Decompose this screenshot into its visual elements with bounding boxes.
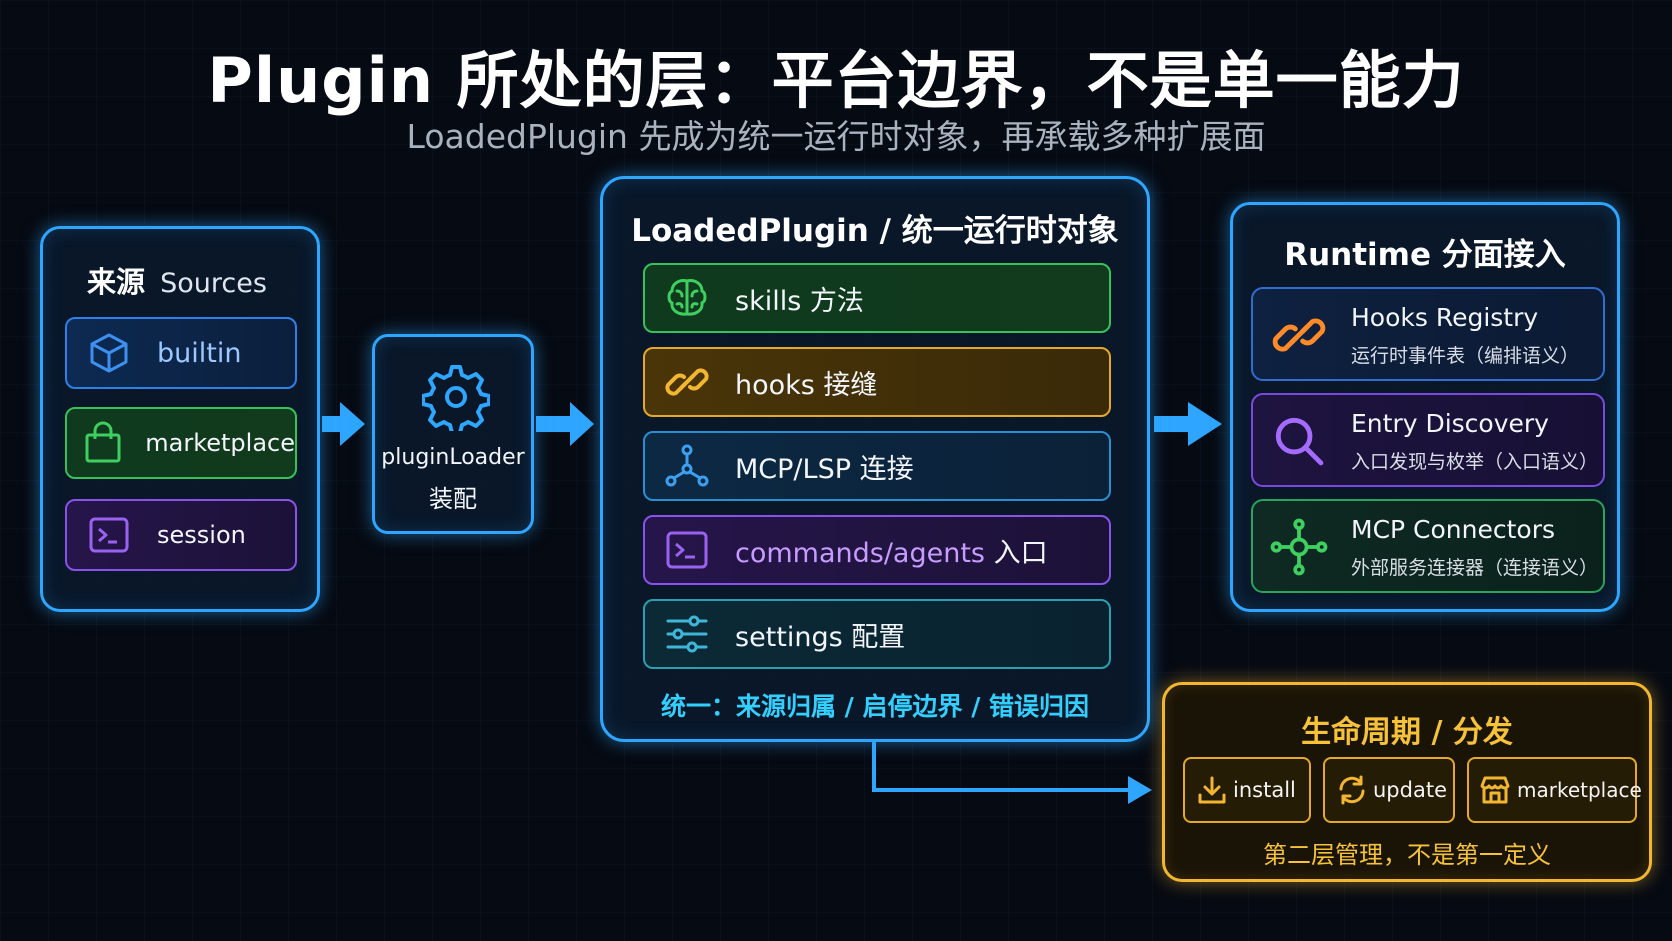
loaded-item-hooks[interactable]: hooks 接缝 [643,347,1111,417]
arrow-loaded-to-lifecycle [872,742,1152,804]
install-button[interactable]: install [1183,757,1311,823]
source-builtin[interactable]: builtin [65,317,297,389]
runtime-item-title: Entry Discovery [1351,409,1549,438]
sources-panel: 来源 Sources builtin marketplace session [40,226,320,612]
update-button[interactable]: update [1323,757,1455,823]
shopping-bag-icon [81,415,125,471]
source-label: builtin [157,337,242,369]
loaded-item-label: commands/agents [735,537,985,569]
loaded-item-label: settings 配置 [735,621,906,653]
sources-title-cn: 来源 [87,265,146,299]
source-label: marketplace [145,429,295,457]
lifecycle-title: 生命周期 / 分发 [1301,715,1513,750]
runtime-entry-discovery[interactable]: Entry Discovery 入口发现与枚举（入口语义） [1251,393,1605,487]
arrow-sources-to-loader [322,402,365,446]
arrow-loader-to-loaded [536,402,594,446]
download-icon [1197,775,1227,805]
runtime-item-desc: 运行时事件表（编排语义） [1351,345,1580,367]
sources-title-en: Sources [160,268,267,299]
cube-icon [81,325,137,381]
page-subtitle: LoadedPlugin 先成为统一运行时对象，再承载多种扩展面 [406,117,1266,156]
link-icon [659,354,715,410]
source-marketplace[interactable]: marketplace [65,407,297,479]
loaded-item-skills[interactable]: skills 方法 [643,263,1111,333]
plugin-loader-label: pluginLoader [381,445,525,470]
plugin-loader-sublabel: 装配 [429,485,477,513]
marketplace-button[interactable]: marketplace [1467,757,1642,823]
terminal-icon [81,507,137,563]
loaded-item-mcp-lsp[interactable]: MCP/LSP 连接 [643,431,1111,501]
network-icon [1267,515,1331,579]
lifecycle-footer: 第二层管理，不是第一定义 [1263,841,1551,869]
install-label: install [1233,778,1296,802]
loaded-item-settings[interactable]: settings 配置 [643,599,1111,669]
update-label: update [1373,778,1447,802]
refresh-icon [1337,775,1367,805]
loaded-item-commands-agents[interactable]: commands/agents 入口 [643,515,1111,585]
loaded-item-label: skills 方法 [735,285,864,317]
brain-icon [659,270,715,326]
runtime-mcp-connectors[interactable]: MCP Connectors 外部服务连接器（连接语义） [1251,499,1605,593]
runtime-item-title: MCP Connectors [1351,515,1556,544]
runtime-panel: Runtime 分面接入 Hooks Registry 运行时事件表（编排语义）… [1230,202,1620,612]
source-session[interactable]: session [65,499,297,571]
runtime-item-desc: 入口发现与枚举（入口语义） [1351,451,1599,473]
search-icon [1267,409,1331,473]
runtime-item-desc: 外部服务连接器（连接语义） [1351,557,1599,579]
marketplace-label: marketplace [1517,778,1642,802]
runtime-title: Runtime 分面接入 [1284,237,1566,273]
loaded-item-label: MCP/LSP 连接 [735,453,914,485]
loaded-item-label-suffix: 入口 [985,537,1048,569]
network-icon [659,438,715,494]
loaded-plugin-title: LoadedPlugin / 统一运行时对象 [631,213,1119,249]
page-title: Plugin 所处的层：平台边界，不是单一能力 [207,44,1465,117]
sliders-icon [659,606,715,662]
plugin-loader-panel: pluginLoader 装配 [372,334,534,534]
gear-icon [421,363,491,435]
link-icon [1267,303,1331,367]
loaded-plugin-panel: LoadedPlugin / 统一运行时对象 skills 方法 hooks 接… [600,176,1150,742]
store-icon [1479,775,1511,805]
lifecycle-panel: 生命周期 / 分发 install update marketplace 第二层… [1162,682,1652,882]
loaded-plugin-footer: 统一：来源归属 / 启停边界 / 错误归因 [660,692,1090,721]
runtime-item-title: Hooks Registry [1351,303,1539,332]
loaded-item-label: hooks 接缝 [735,369,878,401]
source-label: session [157,521,246,549]
arrow-loaded-to-runtime [1154,402,1222,446]
runtime-hooks-registry[interactable]: Hooks Registry 运行时事件表（编排语义） [1251,287,1605,381]
terminal-icon [659,522,715,578]
